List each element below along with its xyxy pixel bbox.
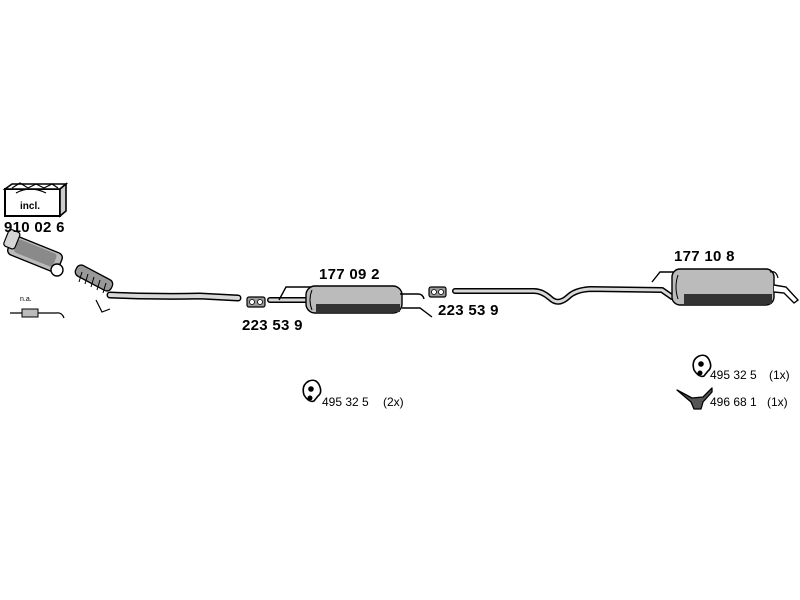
front-pipe [95,291,242,313]
rear-pipe [452,286,675,305]
kit-part-number: 910 02 6 [4,219,65,236]
kit-box-icon [2,182,69,218]
rubber-mount-icon [302,379,322,403]
hardware-part-number: 495 32 5 [322,395,369,409]
clamp-left-icon [246,296,266,308]
rear-silencer-part-number: 177 10 8 [674,248,735,265]
flex-pipe [74,264,114,294]
kit-box-label: incl. [20,201,41,212]
clamp-left-part-number: 223 53 9 [242,317,303,334]
hardware-quantity: (2x) [383,395,404,409]
rubber-mount-icon [692,354,712,378]
hardware-quantity: (1x) [769,368,790,382]
hardware-quantity: (1x) [767,395,788,409]
catalytic-converter [3,228,64,277]
clamp-right-icon [428,286,447,298]
center-silencer-part-number: 177 09 2 [319,266,380,283]
hardware-part-number: 495 32 5 [710,368,757,382]
lambda-sensor-icon [10,308,65,319]
y-hanger-icon [676,387,713,410]
sensor-note: n.a. [20,296,32,303]
clamp-right-part-number: 223 53 9 [438,302,499,319]
rear-silencer [651,268,800,306]
hardware-part-number: 496 68 1 [710,395,757,409]
center-silencer [305,285,433,318]
